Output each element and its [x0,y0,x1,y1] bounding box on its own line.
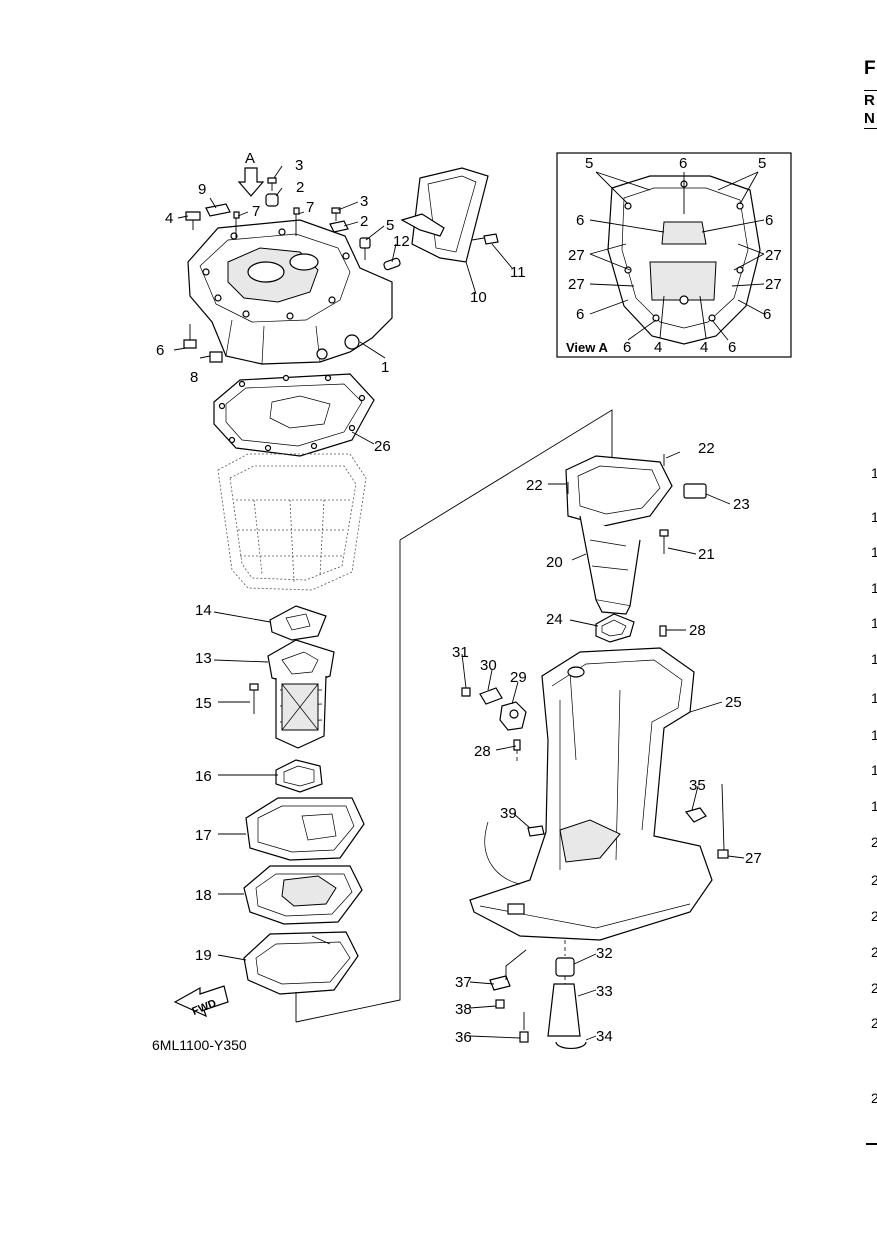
right-margin-item: 1 [871,798,877,814]
upper-casing-group [295,409,729,1049]
right-margin-item: 2 [871,872,877,888]
right-margin-item: 2 [871,1015,877,1031]
right-margin-item: 1 [871,651,877,667]
right-margin-item: 2 [871,1090,877,1106]
right-margin-item: 1 [871,727,877,743]
bottom-right-rule [866,1143,877,1145]
right-margin-item: 1 [871,762,877,778]
right-margin-item: 1 [871,690,877,706]
header-rule [864,90,877,91]
exhaust-manifold-assembly [183,167,499,365]
gasket-and-oil-pan [213,373,375,591]
right-margin-item: 2 [871,908,877,924]
right-margin-item: 1 [871,580,877,596]
header-row-r: R [864,92,875,109]
header-row-n: N [864,110,875,127]
header-rule-2 [864,128,877,129]
right-margin-item: 2 [871,834,877,850]
right-margin-item: 1 [871,509,877,525]
right-margin-item: 1 [871,544,877,560]
header-cut-letter: F [864,58,876,79]
right-margin-item: 1 [871,615,877,631]
view-a-inset [556,152,792,358]
exhaust-guide-stack [173,605,365,1018]
right-margin-item: 1 [871,465,877,481]
right-margin-item: 2 [871,944,877,960]
right-margin-item: 2 [871,980,877,996]
